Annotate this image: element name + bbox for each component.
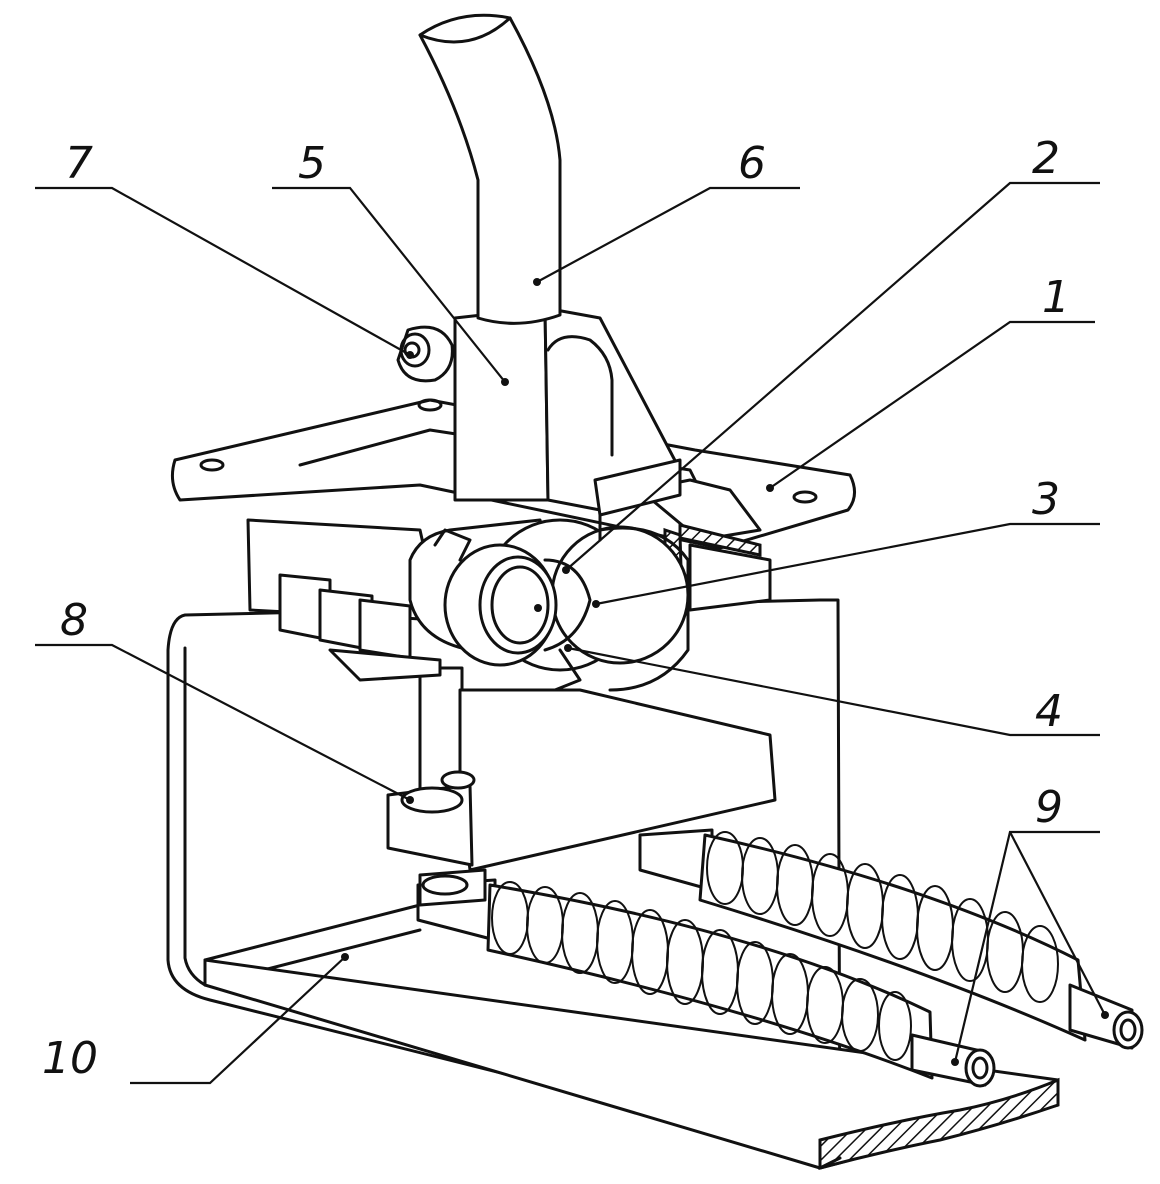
leader-dots xyxy=(341,278,1109,1066)
callout-7: 7 xyxy=(65,138,93,189)
callout-4: 4 xyxy=(1035,686,1063,737)
callout-5: 5 xyxy=(298,138,326,189)
callout-2: 2 xyxy=(1032,133,1060,184)
callout-labels: 7 5 6 2 1 3 4 8 9 10 xyxy=(42,133,1070,1084)
callout-10: 10 xyxy=(42,1033,98,1084)
callout-1: 1 xyxy=(1042,272,1070,323)
selector-gears xyxy=(408,518,690,692)
lower-lever-block xyxy=(386,666,777,907)
callout-6: 6 xyxy=(738,138,766,189)
bellows-rear xyxy=(638,828,1144,1050)
callout-3: 3 xyxy=(1032,474,1060,525)
gear-lever xyxy=(418,13,562,325)
callout-9: 9 xyxy=(1035,782,1063,833)
frame-bracket xyxy=(166,598,1060,1170)
leader-lines xyxy=(35,181,1106,1085)
callout-8: 8 xyxy=(60,595,88,646)
bellows-front xyxy=(416,878,996,1088)
